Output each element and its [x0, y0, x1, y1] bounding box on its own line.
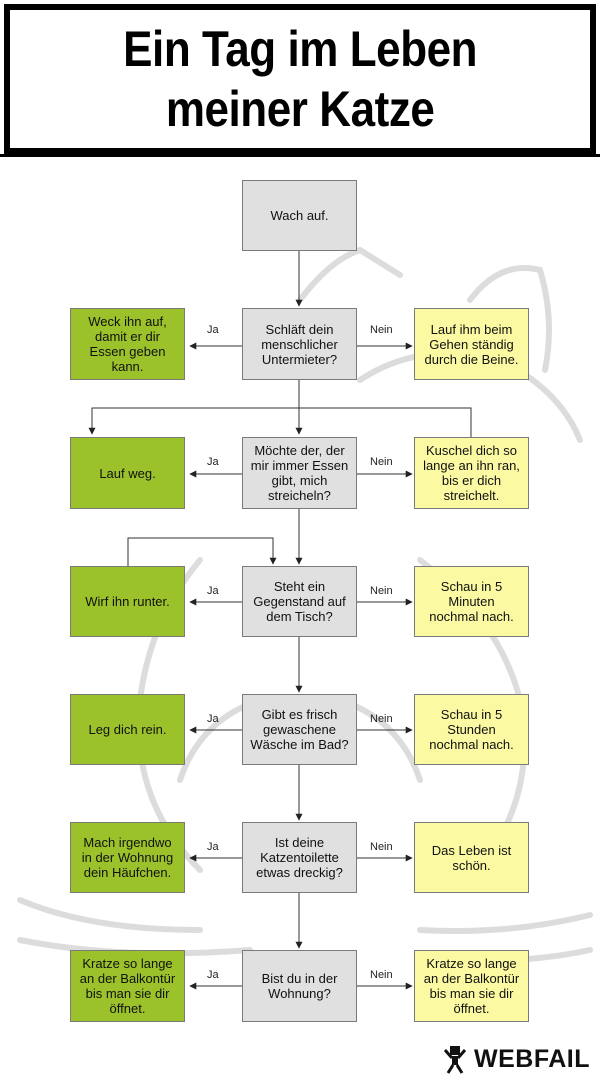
no-box-6: Kratze so lange an der Balkontür bis man… [414, 950, 529, 1022]
yes-box-5: Mach irgendwo in der Wohnung dein Häufch… [70, 822, 185, 893]
no-label-2: Nein [370, 456, 393, 468]
webfail-mascot-icon [443, 1046, 467, 1074]
yes-label-6: Ja [207, 969, 219, 981]
question-box-5: Ist deine Katzentoilette etwas dreckig? [242, 822, 357, 893]
yes-label-1: Ja [207, 324, 219, 336]
yes-text-3: Wirf ihn runter. [85, 594, 170, 609]
yes-text-6: Kratze so lange an der Balkontür bis man… [79, 956, 176, 1016]
title-underline [0, 154, 600, 157]
yes-text-2: Lauf weg. [99, 465, 156, 481]
no-box-1: Lauf ihm beim Gehen ständig durch die Be… [414, 308, 529, 380]
question-box-4: Gibt es frisch gewaschene Wäsche im Bad? [242, 694, 357, 765]
no-label-4: Nein [370, 713, 393, 725]
no-box-5: Das Leben ist schön. [414, 822, 529, 893]
yes-box-6: Kratze so lange an der Balkontür bis man… [70, 950, 185, 1022]
question-text-3: Steht ein Gegenstand auf dem Tisch? [253, 579, 346, 624]
start-label: Wach auf. [270, 208, 329, 223]
yes-label-5: Ja [207, 841, 219, 853]
question-text-4: Gibt es frisch gewaschene Wäsche im Bad? [250, 707, 349, 752]
yes-box-1: Weck ihn auf, damit er dir Essen geben k… [70, 308, 185, 380]
question-box-1: Schläft dein menschlicher Untermieter? [242, 308, 357, 380]
no-text-6: Kratze so lange an der Balkontür bis man… [423, 956, 520, 1016]
yes-text-5: Mach irgendwo in der Wohnung dein Häufch… [81, 835, 174, 880]
webfail-logo: WEBFAIL [442, 1043, 590, 1075]
no-text-2: Kuschel dich so lange an ihn ran, bis er… [423, 443, 520, 503]
question-text-2: Möchte der, der mir immer Essen gibt, mi… [250, 443, 349, 503]
no-text-4: Schau in 5 Stunden nochmal nach. [429, 707, 514, 752]
no-text-1: Lauf ihm beim Gehen ständig durch die Be… [424, 321, 519, 367]
no-label-6: Nein [370, 969, 393, 981]
webfail-wordmark: WEBFAIL [474, 1044, 590, 1073]
title-box: Ein Tag im Leben meiner Katze [4, 4, 596, 154]
question-text-5: Ist deine Katzentoilette etwas dreckig? [256, 835, 343, 880]
no-label-3: Nein [370, 585, 393, 597]
no-label-1: Nein [370, 324, 393, 336]
yes-label-3: Ja [207, 585, 219, 597]
yes-text-1: Weck ihn auf, damit er dir Essen geben k… [88, 314, 167, 374]
yes-box-2: Lauf weg. [70, 437, 185, 509]
yes-box-4: Leg dich rein. [70, 694, 185, 765]
no-text-5: Das Leben ist schön. [431, 842, 512, 873]
question-text-1: Schläft dein menschlicher Untermieter? [261, 321, 338, 367]
no-text-3: Schau in 5 Minuten nochmal nach. [429, 579, 514, 624]
no-box-2: Kuschel dich so lange an ihn ran, bis er… [414, 437, 529, 509]
question-box-2: Möchte der, der mir immer Essen gibt, mi… [242, 437, 357, 509]
page-title: Ein Tag im Leben meiner Katze [123, 21, 477, 137]
question-box-3: Steht ein Gegenstand auf dem Tisch? [242, 566, 357, 637]
question-box-6: Bist du in der Wohnung? [242, 950, 357, 1022]
no-box-3: Schau in 5 Minuten nochmal nach. [414, 566, 529, 637]
no-label-5: Nein [370, 841, 393, 853]
yes-box-3: Wirf ihn runter. [70, 566, 185, 637]
no-box-4: Schau in 5 Stunden nochmal nach. [414, 694, 529, 765]
yes-label-4: Ja [207, 713, 219, 725]
yes-text-4: Leg dich rein. [88, 722, 167, 737]
start-box: Wach auf. [242, 180, 357, 251]
question-text-6: Bist du in der Wohnung? [261, 971, 338, 1001]
yes-label-2: Ja [207, 456, 219, 468]
